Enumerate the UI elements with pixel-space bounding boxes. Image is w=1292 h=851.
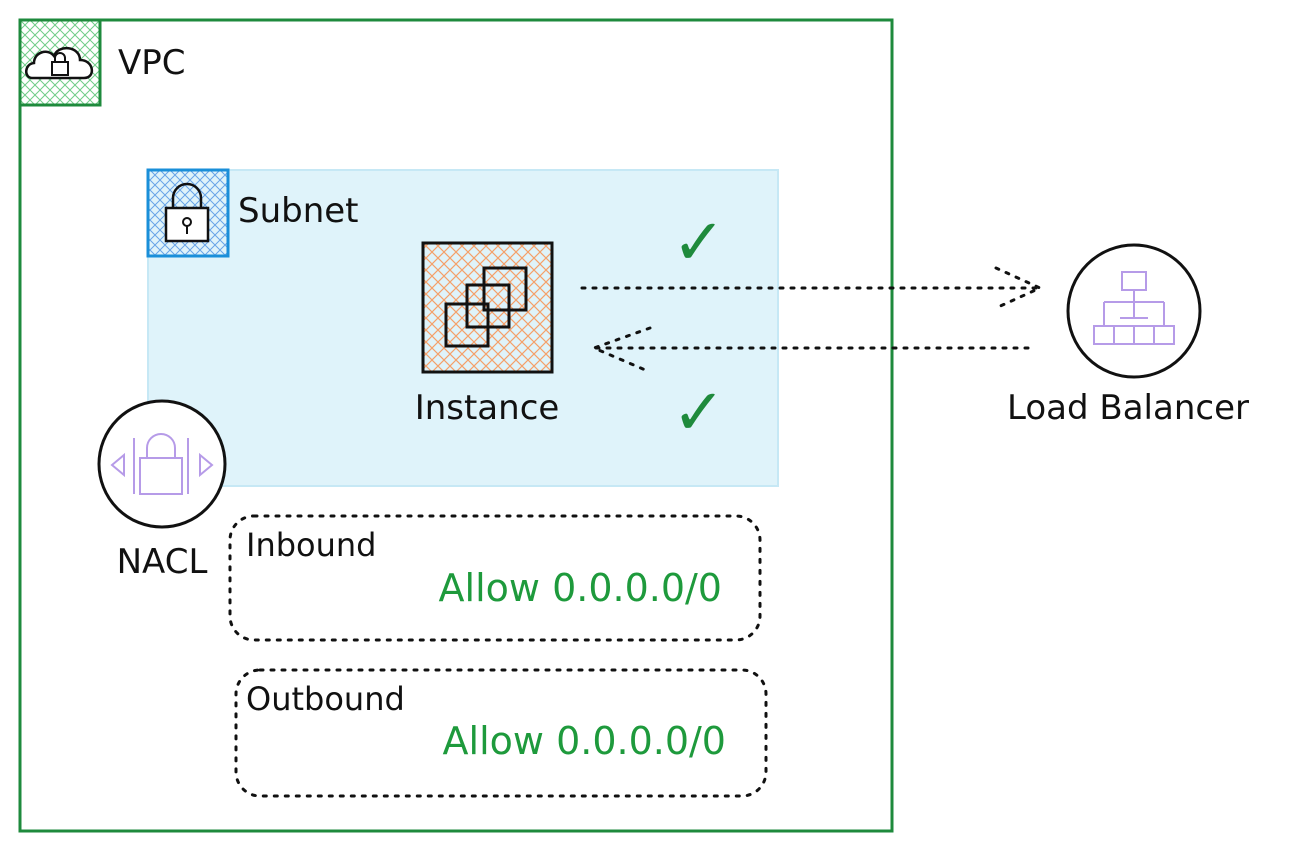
inbound-rule-box: Inbound Allow 0.0.0.0/0 bbox=[228, 514, 762, 642]
inbound-check-mark: ✓ bbox=[672, 376, 726, 450]
arrow-instance-to-lb bbox=[580, 266, 1044, 310]
outbound-rule-box: Outbound Allow 0.0.0.0/0 bbox=[234, 668, 768, 798]
network-acl-icon bbox=[110, 433, 214, 495]
nacl-node bbox=[97, 399, 227, 529]
inbound-rule: Allow 0.0.0.0/0 bbox=[439, 566, 722, 610]
outbound-rule: Allow 0.0.0.0/0 bbox=[443, 719, 726, 763]
outbound-check-mark: ✓ bbox=[672, 206, 726, 280]
subnet-label: Subnet bbox=[238, 191, 359, 231]
load-balancer-icon bbox=[1093, 271, 1175, 345]
ec2-instances-icon bbox=[444, 266, 528, 348]
subnet-icon-box bbox=[146, 168, 230, 258]
instance-node bbox=[421, 241, 554, 374]
cloud-lock-icon bbox=[25, 47, 93, 80]
outbound-title: Outbound bbox=[246, 680, 405, 718]
padlock-icon bbox=[164, 182, 210, 243]
inbound-title: Inbound bbox=[246, 526, 376, 564]
vpc-boundary bbox=[18, 18, 894, 833]
instance-label: Instance bbox=[415, 388, 560, 428]
load-balancer-label: Load Balancer bbox=[1007, 388, 1249, 428]
load-balancer-node bbox=[1066, 243, 1202, 379]
vpc-label: VPC bbox=[118, 43, 186, 83]
arrow-lb-to-instance bbox=[589, 326, 1030, 374]
nacl-label: NACL bbox=[117, 542, 208, 582]
vpc-icon-box bbox=[18, 18, 102, 107]
